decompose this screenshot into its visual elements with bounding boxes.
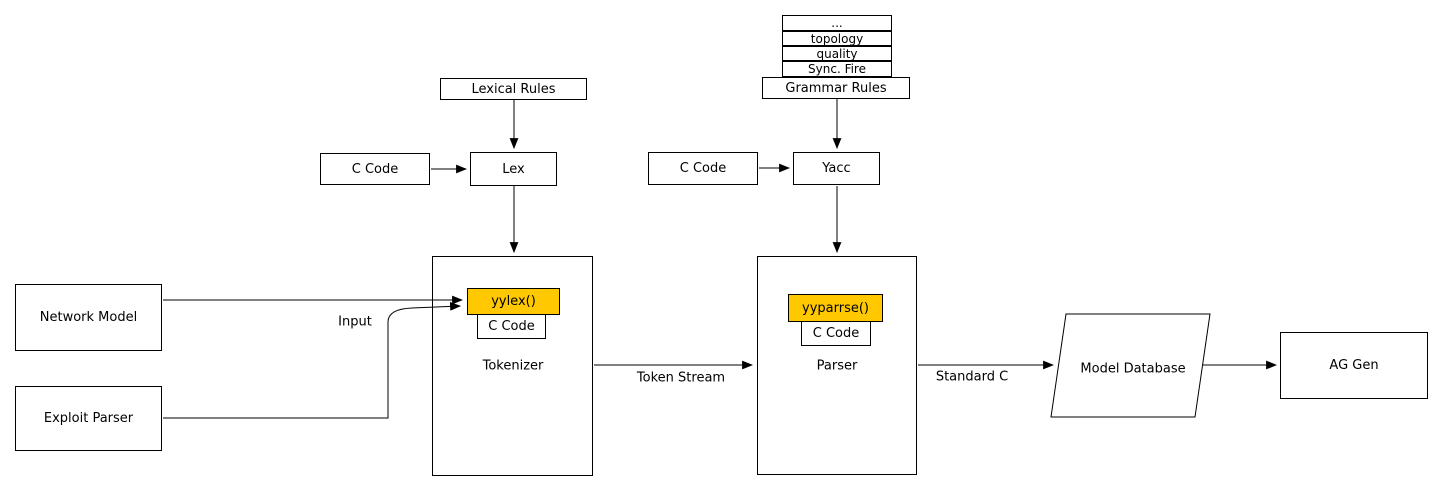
c-code-parser-node: C Code [801,321,871,346]
stack-row-label: ... [831,16,843,30]
lex-label: Lex [502,161,525,177]
ag-gen-node: AG Gen [1280,332,1428,399]
stack-row-label: quality [816,46,858,61]
model-database-label: Model Database [1080,361,1186,377]
stack-row-ellipsis: ... [782,15,892,31]
edge-exploit-parser-to-yylex [163,302,462,419]
lexical-rules-node: Lexical Rules [440,78,587,100]
yylex-node: yylex() [467,288,560,315]
lexical-rules-label: Lexical Rules [471,81,556,97]
stack-row-label: Sync. Fire [808,62,866,76]
c-code-yacc-node: C Code [648,152,758,185]
parser-label: Parser [816,358,858,374]
edge-label-standard-c: Standard C [935,369,1009,385]
yylex-label: yylex() [491,294,536,309]
yacc-label: Yacc [822,161,851,176]
c-code-label: C Code [812,326,860,341]
edge-label-token-stream: Token Stream [636,370,726,386]
stack-row-label: topology [810,31,864,46]
network-model-node: Network Model [15,284,162,351]
tokenizer-label: Tokenizer [482,358,544,374]
ag-gen-label: AG Gen [1329,358,1379,373]
tokenizer-node [432,256,593,476]
stack-row-quality: quality [782,46,892,61]
stack-row-sync-fire: Sync. Fire [782,61,892,77]
yyparrse-node: yyparrse() [788,294,883,322]
yyparrse-label: yyparrse() [802,300,869,316]
yacc-node: Yacc [793,152,880,185]
c-code-lex-node: C Code [320,153,430,185]
c-code-label: C Code [679,161,727,176]
c-code-tokenizer-node: C Code [477,314,546,339]
grammar-rules-label: Grammar Rules [785,80,887,96]
parser-node [757,256,917,475]
c-code-label: C Code [488,319,535,334]
network-model-label: Network Model [39,310,138,325]
stack-row-topology: topology [782,31,892,46]
c-code-label: C Code [351,161,399,177]
edge-label-input: Input [338,314,372,330]
model-database-shape [1050,313,1211,418]
grammar-rules-node: Grammar Rules [762,77,910,99]
exploit-parser-node: Exploit Parser [15,386,162,451]
exploit-parser-label: Exploit Parser [43,411,134,426]
lex-node: Lex [470,152,557,186]
